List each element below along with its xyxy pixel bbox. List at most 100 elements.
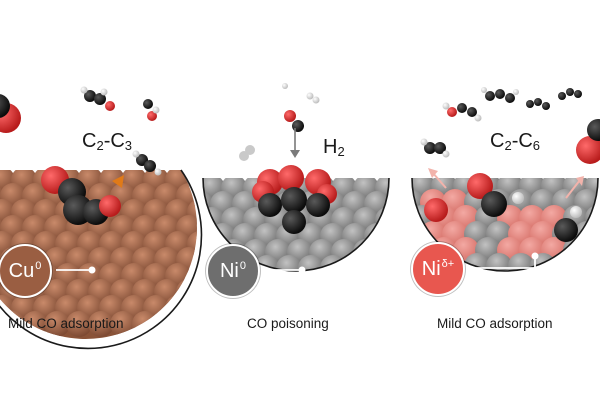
surface-atom bbox=[210, 319, 236, 345]
carbon-atom bbox=[434, 142, 446, 154]
surface-atom bbox=[596, 285, 600, 311]
carbon-atom bbox=[542, 102, 550, 110]
carbon-atom bbox=[84, 90, 96, 102]
caption-nid: Mild CO adsorption bbox=[437, 316, 553, 331]
hydrogen-atom bbox=[152, 106, 160, 114]
surface-atom bbox=[585, 237, 598, 263]
surface-atom bbox=[342, 287, 368, 313]
surface-atom bbox=[353, 271, 379, 297]
carbon-atom bbox=[467, 107, 477, 117]
oxygen-atom bbox=[284, 110, 296, 122]
surface-atom bbox=[265, 271, 291, 297]
badge-connector-right bbox=[468, 252, 539, 269]
surface-atom bbox=[386, 287, 412, 313]
oxygen-atom bbox=[467, 173, 493, 199]
surface-atom bbox=[552, 253, 578, 271]
surface-atom bbox=[353, 303, 379, 329]
surface-atom bbox=[386, 191, 389, 217]
surface-atom bbox=[331, 271, 357, 297]
surface-atom bbox=[0, 311, 4, 337]
carbon-atom bbox=[258, 193, 282, 217]
surface-atom bbox=[276, 287, 302, 313]
surface-atom bbox=[364, 255, 389, 271]
hydrogen-atom bbox=[306, 92, 314, 100]
badge-connector-left bbox=[56, 266, 96, 274]
surface-atom bbox=[298, 255, 324, 271]
carbon-atom bbox=[282, 210, 306, 234]
hydrogen-atom bbox=[154, 168, 162, 176]
carbon-atom bbox=[554, 218, 578, 242]
hydrogen-atom bbox=[513, 89, 519, 95]
carbon-atom bbox=[526, 100, 534, 108]
surface-atom bbox=[44, 311, 70, 337]
surface-atom bbox=[412, 237, 413, 263]
surface-atom bbox=[342, 255, 368, 271]
badge-connector-middle bbox=[262, 266, 306, 274]
hydrogen-atom bbox=[442, 150, 450, 158]
carbon-atom bbox=[281, 187, 307, 213]
hydrogen-atom bbox=[570, 206, 582, 218]
surface-atom bbox=[364, 287, 390, 313]
surface-atom bbox=[364, 319, 390, 345]
surface-atom bbox=[88, 311, 114, 337]
carbon-atom bbox=[424, 142, 436, 154]
oxygen-atom bbox=[278, 165, 304, 191]
surface-atom bbox=[585, 301, 600, 327]
surface-atom bbox=[412, 205, 413, 231]
surface-atom bbox=[585, 269, 598, 271]
surface-atom bbox=[574, 317, 600, 343]
orange-arrow-icon bbox=[112, 175, 124, 188]
panel-outline-middle bbox=[202, 177, 390, 272]
hydrogen-atom bbox=[312, 96, 320, 104]
surface-atom bbox=[409, 301, 435, 327]
surface-atom bbox=[386, 319, 412, 345]
carbon-atom bbox=[485, 91, 495, 101]
surface-atom bbox=[508, 285, 534, 311]
carbon-atom bbox=[292, 120, 304, 132]
surface-atom bbox=[199, 303, 225, 329]
surface-atom bbox=[574, 221, 598, 247]
surface-atom bbox=[508, 253, 534, 271]
oxygen-atom bbox=[447, 107, 457, 117]
hydrogen-atom bbox=[239, 151, 249, 161]
surface-atom bbox=[375, 303, 401, 329]
surface-atom bbox=[66, 311, 92, 337]
carbon-atom bbox=[566, 88, 574, 96]
surface-atom bbox=[486, 285, 512, 311]
product-label-nid: C2-C6 bbox=[490, 130, 541, 153]
hydrogen-atom bbox=[80, 86, 88, 94]
surface-atom bbox=[221, 303, 247, 329]
oxygen-atom bbox=[576, 136, 600, 164]
surface-atom bbox=[596, 221, 598, 247]
surface-atom bbox=[387, 301, 413, 327]
surface-atom bbox=[331, 303, 357, 329]
surface-atom bbox=[276, 255, 302, 271]
product-label-cu: C2-C3 bbox=[82, 130, 133, 153]
carbon-atom bbox=[306, 193, 330, 217]
product-label-ni0: H2 bbox=[323, 136, 345, 159]
surface-atom bbox=[596, 317, 600, 343]
surface-atom bbox=[596, 253, 598, 271]
surface-atom bbox=[530, 285, 556, 311]
surface-atom bbox=[397, 303, 423, 329]
carbon-atom bbox=[558, 92, 566, 100]
carbon-atom bbox=[574, 90, 582, 98]
oxygen-atom bbox=[105, 101, 115, 111]
surface-atom bbox=[574, 285, 600, 311]
surface-atom bbox=[177, 303, 203, 329]
surface-atom bbox=[541, 269, 567, 271]
carbon-atom bbox=[0, 94, 10, 118]
oxygen-atom bbox=[147, 111, 157, 121]
surface-atom bbox=[287, 271, 313, 297]
hydrogen-atom bbox=[474, 114, 482, 122]
hydrogen-atom bbox=[512, 192, 524, 204]
surface-atom bbox=[298, 287, 324, 313]
oxygen-atom bbox=[424, 198, 448, 222]
surface-atom bbox=[398, 317, 424, 343]
surface-atom bbox=[375, 239, 389, 265]
surface-atom bbox=[187, 295, 197, 321]
